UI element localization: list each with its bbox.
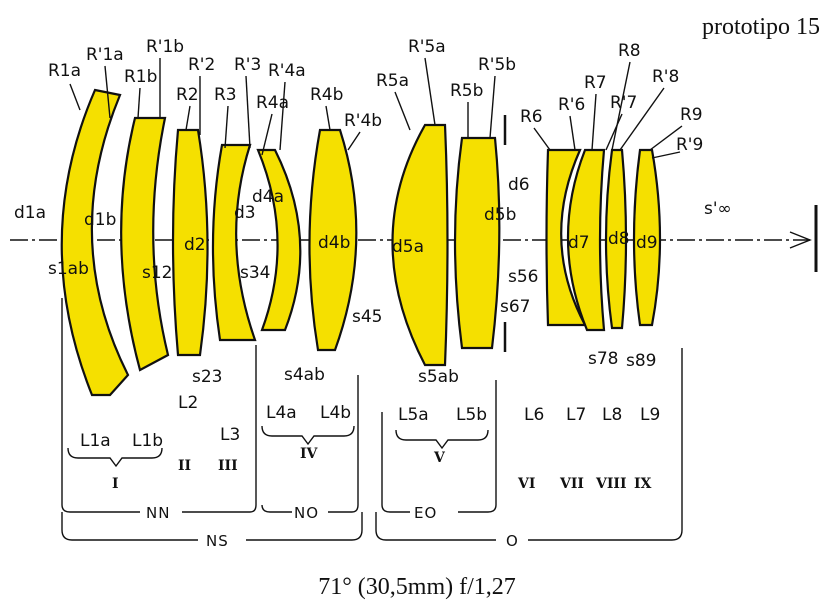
label-r5a-prime: R'5a (408, 37, 446, 57)
label-l1a: L1a (80, 431, 111, 451)
group-i: I (112, 476, 119, 492)
lens-l4b (308, 128, 358, 352)
label-l5b: L5b (456, 405, 487, 425)
label-s-inf: s'∞ (704, 199, 732, 219)
label-s78: s78 (588, 349, 619, 369)
label-s1ab: s1ab (48, 259, 89, 279)
label-r5b-prime: R'5b (478, 55, 516, 75)
label-r8-prime: R'8 (652, 67, 679, 87)
label-r4a: R4a (256, 93, 289, 113)
label-r4b: R4b (310, 85, 343, 105)
group-ii: II (178, 458, 191, 474)
lens-l5a (391, 123, 449, 367)
label-l7: L7 (566, 405, 586, 425)
label-r8: R8 (618, 41, 641, 61)
label-r1b-prime: R'1b (146, 37, 184, 57)
label-r9: R9 (680, 105, 703, 125)
label-s4ab: s4ab (284, 365, 325, 385)
label-d1b: d1b (84, 210, 116, 230)
label-d1a: d1a (14, 203, 46, 223)
lens-l7 (566, 148, 606, 332)
bracket-eo: EO (414, 504, 437, 522)
brace-group-v (395, 429, 489, 450)
label-r7-prime: R'7 (610, 93, 637, 113)
label-l4a: L4a (266, 403, 297, 423)
label-d8: d8 (608, 229, 630, 249)
label-l6: L6 (524, 405, 544, 425)
brace-group-iv (261, 425, 355, 446)
group-iii: III (218, 458, 238, 474)
label-s12: s12 (142, 263, 173, 283)
bracket-nn: NN (146, 504, 170, 522)
label-l9: L9 (640, 405, 660, 425)
group-viii: VIII (595, 476, 627, 492)
figure-title: prototipo 15 (702, 14, 820, 40)
axis-arrow-icon (789, 231, 812, 249)
label-r1b: R1b (124, 67, 157, 87)
label-d5b: d5b (484, 205, 516, 225)
label-r1a-prime: R'1a (86, 45, 124, 65)
label-s45: s45 (352, 307, 383, 327)
label-r4b-prime: R'4b (344, 111, 382, 131)
lens-l5b (453, 136, 501, 350)
group-v: V (433, 450, 446, 466)
label-r5a: R5a (376, 71, 409, 91)
label-r3: R3 (214, 85, 237, 105)
label-d7: d7 (568, 233, 590, 253)
label-r1a: R1a (48, 61, 81, 81)
lens-l1a (60, 88, 130, 397)
lens-l4a (256, 148, 302, 332)
lens-l3 (211, 143, 257, 342)
label-r7: R7 (584, 73, 607, 93)
label-l2: L2 (178, 393, 198, 413)
label-r9-prime: R'9 (676, 135, 703, 155)
lens-l1b (120, 116, 170, 372)
group-vii: VII (559, 476, 584, 492)
brace-group-i (67, 447, 163, 468)
label-s67: s67 (500, 297, 531, 317)
label-r6: R6 (520, 107, 543, 127)
bracket-no: NO (294, 504, 319, 522)
group-ix: IX (634, 476, 652, 492)
group-vi: VI (517, 476, 535, 492)
label-d4b: d4b (318, 233, 350, 253)
lens-l2 (171, 128, 209, 357)
label-s23: s23 (192, 367, 223, 387)
label-r2-prime: R'2 (188, 55, 215, 75)
label-d6: d6 (508, 175, 530, 195)
label-s34: s34 (240, 263, 271, 283)
label-r3-prime: R'3 (234, 55, 261, 75)
lens-l9 (632, 148, 662, 327)
label-l8: L8 (602, 405, 622, 425)
label-l5a: L5a (398, 405, 429, 425)
bracket-lines (61, 298, 683, 541)
label-r5b: R5b (450, 81, 483, 101)
group-iv: IV (300, 446, 319, 462)
label-l1b: L1b (132, 431, 163, 451)
label-d3: d3 (234, 203, 256, 223)
label-r6-prime: R'6 (558, 95, 585, 115)
label-l4b: L4b (320, 403, 351, 423)
lens-l8 (604, 148, 628, 330)
label-s56: s56 (508, 267, 539, 287)
label-d4a: d4a (252, 187, 284, 207)
bracket-o: O (506, 532, 519, 550)
label-r2: R2 (176, 85, 199, 105)
label-d2: d2 (184, 235, 206, 255)
label-s89: s89 (626, 351, 657, 371)
label-l3: L3 (220, 425, 240, 445)
label-d9: d9 (636, 233, 658, 253)
label-s5ab: s5ab (418, 367, 459, 387)
bracket-ns: NS (206, 532, 229, 550)
figure-caption: 71° (30,5mm) f/1,27 (318, 574, 516, 600)
radius-leaders (69, 57, 683, 159)
label-d5a: d5a (392, 237, 424, 257)
label-r4a-prime: R'4a (268, 61, 306, 81)
